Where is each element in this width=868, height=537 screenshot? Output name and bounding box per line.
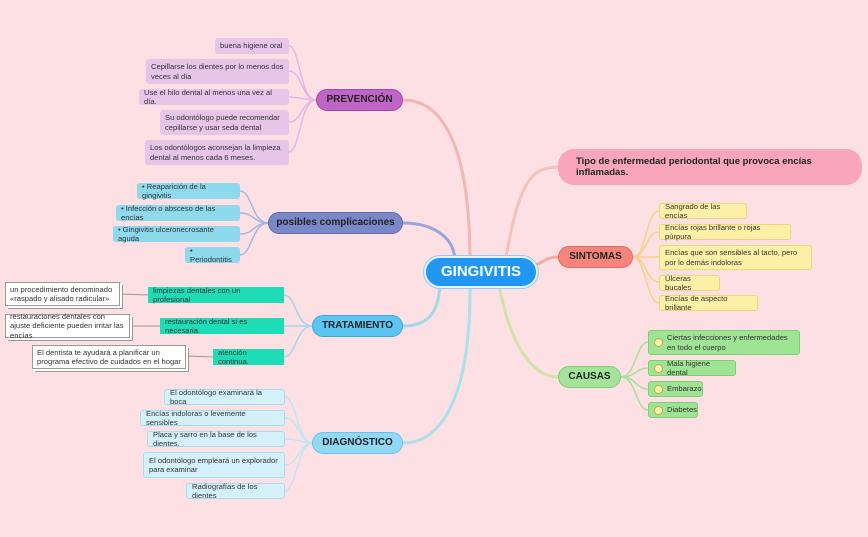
diagnostico-item[interactable]: El odontólogo examinará la boca [164, 388, 285, 406]
diagnostico-item[interactable]: Encías indoloras o levemente sensibles [140, 409, 285, 427]
sintomas-item[interactable]: Encías que son sensibles al tacto, pero … [659, 245, 812, 270]
smiley-icon [654, 338, 663, 347]
prevencion-item[interactable]: Use el hilo dental al menos una vez al d… [139, 88, 289, 106]
causas-item[interactable]: Embarazo [648, 381, 703, 397]
prevencion-item[interactable]: buena higiene oral [215, 38, 289, 54]
tratamiento-note[interactable]: un procedimiento denominado «raspado y a… [5, 282, 120, 306]
sintomas-item[interactable]: Encías rojas brillante o rojas púrpura [659, 223, 791, 241]
central-topic[interactable]: GINGIVITIS [424, 256, 538, 288]
complicaciones-node[interactable]: posibles complicaciones [268, 212, 403, 234]
sintomas-item[interactable]: Úlceras bucales [659, 274, 720, 292]
prevencion-item[interactable]: Los odontólogos aconsejan la limpieza de… [145, 140, 289, 165]
diagnostico-item[interactable]: El odontólogo empleará un explorador par… [143, 452, 285, 478]
tratamiento-item[interactable]: atención continua. [213, 348, 284, 366]
causas-item[interactable]: Diabetes [648, 402, 698, 418]
sintomas-item[interactable]: Encías de aspecto brillante [659, 294, 758, 312]
diagnostico-item[interactable]: Placa y sarro en la base de los dientes. [147, 430, 285, 448]
definition-node[interactable]: Tipo de enfermedad periodontal que provo… [558, 149, 862, 185]
causas-item[interactable]: Ciertas infecciones y enfermedades en to… [648, 330, 800, 355]
causas-node[interactable]: CAUSAS [558, 366, 621, 388]
smiley-icon [654, 405, 663, 415]
prevencion-node[interactable]: PREVENCIÓN [316, 89, 403, 111]
tratamiento-item[interactable]: limpiezas dentales con un profesional [148, 286, 284, 304]
tratamiento-item[interactable]: restauración dental si es necesaria. [160, 317, 284, 335]
causas-item-label: Embarazo [667, 384, 702, 394]
complicaciones-item[interactable]: • Reaparición de la gingivitis [137, 182, 240, 200]
causas-item-label: Mala higiene dental [667, 358, 711, 377]
tratamiento-note[interactable]: restauraciones dentales con ajuste defic… [5, 312, 130, 340]
causas-item-label: Diabetes [667, 405, 697, 415]
complicaciones-item[interactable]: • Periodontitis [185, 246, 240, 264]
sintomas-item[interactable]: Sangrado de las encías [659, 202, 747, 220]
causas-item-label: Ciertas infecciones y enfermedades en to… [667, 333, 788, 352]
causas-item[interactable]: Mala higiene dental [648, 358, 736, 377]
prevencion-item[interactable]: Su odontólogo puede recomendar cepillars… [160, 110, 289, 135]
complicaciones-item[interactable]: • Infección o absceso de las encías [116, 204, 240, 222]
tratamiento-node[interactable]: TRATAMIENTO [312, 315, 403, 337]
smiley-icon [654, 384, 663, 394]
sintomas-node[interactable]: SINTOMAS [558, 246, 633, 268]
tratamiento-note[interactable]: El dentista te ayudará a planificar un p… [32, 345, 186, 369]
complicaciones-item[interactable]: • Gingivitis ulceronecrosante aguda [113, 225, 240, 243]
prevencion-item[interactable]: Cepillarse los dientes por lo menos dos … [146, 59, 289, 84]
diagnostico-node[interactable]: DIAGNÓSTICO [312, 432, 403, 454]
smiley-icon [654, 363, 663, 373]
diagnostico-item[interactable]: Radiografías de los dientes [186, 482, 285, 500]
